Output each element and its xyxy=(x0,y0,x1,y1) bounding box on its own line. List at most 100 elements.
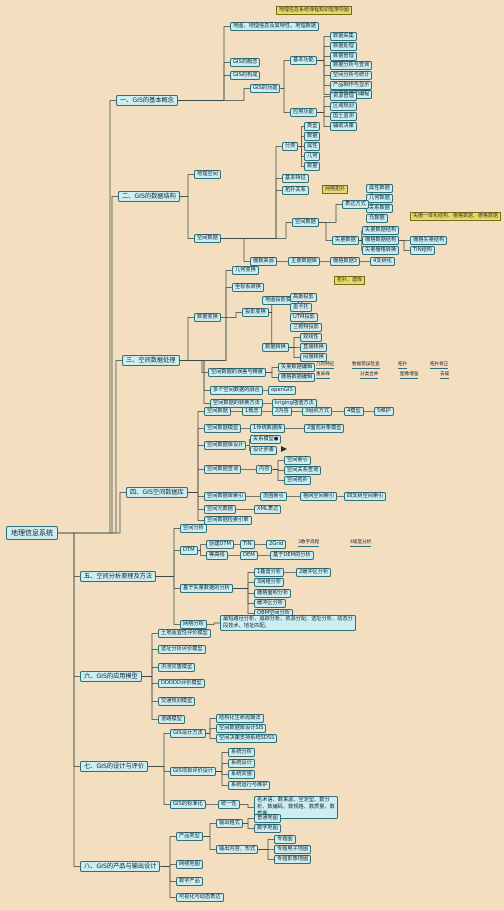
c7-design[interactable]: GIS设计方法 xyxy=(170,729,206,738)
c4-trad[interactable]: 1传统数据库 xyxy=(250,424,286,433)
c4-oo[interactable]: 2面向对象模型 xyxy=(304,424,345,433)
c7-sysd[interactable]: 系统设计 xyxy=(228,759,255,768)
c4-model[interactable]: 空间数据模型 xyxy=(204,424,242,433)
c3-bilin[interactable]: 双线性 xyxy=(300,333,322,342)
chapter-1[interactable]: 一、GIS的基本概念 xyxy=(116,95,178,106)
c4-srel[interactable]: 空间关系查询 xyxy=(284,466,322,475)
c6-m5[interactable]: 道路模型 xyxy=(158,715,185,724)
c1-f2[interactable]: 数据管理 xyxy=(330,52,357,61)
c4-r5[interactable]: 5维护 xyxy=(374,407,394,416)
c4-grid[interactable]: 格网空间索引 xyxy=(300,492,338,501)
c2-cls3[interactable]: 几何 xyxy=(304,152,321,161)
c7-stddesc[interactable]: 名术语、数来源、空定型、数分析、数编码、数规格、数质量、数质量 xyxy=(254,796,338,819)
c6-m3[interactable]: DDDDD评价模型 xyxy=(158,679,205,688)
c7-uni[interactable]: 统一性 xyxy=(218,800,240,809)
c3-error[interactable]: 空间数据的误差与精度 xyxy=(208,368,266,377)
c4-range[interactable]: 范围索引 xyxy=(260,492,287,501)
c4-sidx[interactable]: 空间索引 xyxy=(284,456,311,465)
c3-indirect[interactable]: 间接转换 xyxy=(300,353,327,362)
c4-meta[interactable]: 空间元数据 xyxy=(204,505,236,514)
c2-spatial[interactable]: 空间数据 xyxy=(194,234,221,243)
c2-vec1[interactable]: 栅格数据结构 xyxy=(362,236,400,245)
c3-dconv[interactable]: 数据转换 xyxy=(262,343,289,352)
c2-b2[interactable]: 栅格数据3 xyxy=(330,257,361,266)
c3-geotrans[interactable]: 几何变换 xyxy=(232,266,259,275)
c3-kriging[interactable]: kriging插值方法 xyxy=(272,399,317,408)
c1-f5[interactable]: 产品制作与显示 xyxy=(330,81,373,90)
c4-r3[interactable]: 3组织方式 xyxy=(302,407,333,416)
c2-vec2[interactable]: 矢量栅格转换 xyxy=(362,246,400,255)
c4-design[interactable]: 空间数据库设计 xyxy=(204,441,247,450)
c7-std[interactable]: GIS的标准化 xyxy=(170,800,206,809)
c3-utm[interactable]: UTM投影 xyxy=(290,313,318,322)
c6-m2[interactable]: 洪涝灾害模型 xyxy=(158,663,196,672)
c3-proj[interactable]: 投影变换 xyxy=(242,308,269,317)
c2-b1[interactable]: 主要数据库 xyxy=(288,257,320,266)
c2-cmp0[interactable]: 栅格矢量结构 xyxy=(410,236,448,245)
c3-datatrans[interactable]: 数据变换 xyxy=(194,313,221,322)
chapter-5[interactable]: 五、空间分析原理及方法 xyxy=(80,571,157,582)
c5-vector[interactable]: 基于矢量数据的分析 xyxy=(180,584,233,593)
c2-geom[interactable]: 几何数据 xyxy=(366,194,393,203)
chapter-4[interactable]: 四、GIS空间数据库 xyxy=(126,487,188,498)
c2-feature[interactable]: 基本特征 xyxy=(282,174,309,183)
c6-m4[interactable]: 交通规划模型 xyxy=(158,697,196,706)
c4-quad[interactable]: 四叉树空间索引 xyxy=(344,492,387,501)
c3-fusion[interactable]: 多个空间数据的融合 xyxy=(210,386,263,395)
c4-stopo[interactable]: 空间拓扑 xyxy=(284,476,311,485)
c5-area[interactable]: 栅格面积分析 xyxy=(254,589,292,598)
c8-theme[interactable]: 专题图 xyxy=(274,835,296,844)
c5-network[interactable]: 网络分析 xyxy=(180,620,207,629)
c5-overlay[interactable]: 1叠置分析 xyxy=(254,568,285,577)
c1-apply[interactable]: 应用功能 xyxy=(290,108,317,117)
c4-r1[interactable]: 1概念 xyxy=(242,407,262,416)
c2-cls0[interactable]: 类型 xyxy=(304,122,321,131)
c3-opengis[interactable]: openGIS xyxy=(268,386,296,395)
c5-net3[interactable]: 3网络分析 xyxy=(254,578,285,587)
c1-a1[interactable]: 区域规划 xyxy=(330,102,357,111)
c7-anal[interactable]: 系统分析 xyxy=(228,748,255,757)
root-node[interactable]: 地理信息系统 xyxy=(6,526,58,540)
chapter-2[interactable]: 二、GIS的数据结构 xyxy=(118,191,180,202)
c1-f3[interactable]: 数据分析与查询 xyxy=(330,61,373,70)
c4-r0[interactable]: 空间数据 xyxy=(204,407,231,416)
c4-xml[interactable]: XML表达 xyxy=(254,505,282,514)
c3-gauss[interactable]: 高斯投影 xyxy=(290,293,317,302)
c2-express[interactable]: 表达方式 xyxy=(342,200,369,209)
c7-impl[interactable]: 系统实施 xyxy=(228,770,255,779)
c8-web[interactable]: 网络地图 xyxy=(176,860,203,869)
c4-engine[interactable]: 空间数据检索引擎 xyxy=(204,516,252,525)
c2-geo[interactable]: 地理空间 xyxy=(194,170,221,179)
c4-dbidx[interactable]: 空间数据库索引 xyxy=(204,492,247,501)
c1-map[interactable]: 地图、地理信息及其特性、地理数据 xyxy=(230,22,320,31)
c2-topo[interactable]: 拓扑关系 xyxy=(282,186,309,195)
chapter-6[interactable]: 六、GIS的应用模型 xyxy=(80,671,142,682)
c2-vec0[interactable]: 矢量数据结构 xyxy=(362,226,400,235)
c4-content[interactable]: 内容 xyxy=(256,465,273,474)
chapter-7[interactable]: 七、GIS的设计与评价 xyxy=(80,761,149,772)
c8-vis[interactable]: 可视化与动态表达 xyxy=(176,893,224,902)
c3-lambert[interactable]: 兰勃特投影 xyxy=(290,323,322,332)
c2-cmp2[interactable]: TIN结构 xyxy=(410,246,435,255)
c5-contour[interactable]: 等高线 xyxy=(206,551,228,560)
c5-grid[interactable]: 2Grid xyxy=(266,540,287,549)
c4-relmodel[interactable]: 关系模型● xyxy=(250,435,282,444)
c2-cls2[interactable]: 属性 xyxy=(304,142,321,151)
c1-f4[interactable]: 空间分析与统计 xyxy=(330,71,373,80)
c1-compose[interactable]: GIS的构成 xyxy=(230,71,261,80)
c4-r4[interactable]: 4模型 xyxy=(344,407,364,416)
c3-merc[interactable]: 墨卡托 xyxy=(290,303,312,312)
c5-netdesc[interactable]: 最短路径分析、追踪分析、资源分配、选址分析、动态分段技术、地址匹配。 xyxy=(220,615,356,631)
c7-sis[interactable]: 空间数据库设计SIS xyxy=(216,724,267,733)
c2-sdata[interactable]: 空间数据 xyxy=(292,218,319,227)
c7-eval[interactable]: GIS项目评价设计 xyxy=(170,767,216,776)
c2-attr[interactable]: 属性数据 xyxy=(366,184,393,193)
c5-sa[interactable]: 空间分析 xyxy=(180,524,207,533)
c5-tin[interactable]: TIN xyxy=(240,540,255,549)
c5-dem[interactable]: DEM xyxy=(240,551,258,560)
c5-dtm[interactable]: DTM xyxy=(180,546,198,555)
c3-direct[interactable]: 直接转换 xyxy=(300,343,327,352)
c2-b3[interactable]: 4叉树化 xyxy=(370,257,395,266)
c3-redit[interactable]: 栅格数据编辑 xyxy=(278,373,316,382)
chapter-8[interactable]: 八、GIS的产品与输出设计 xyxy=(80,861,161,872)
